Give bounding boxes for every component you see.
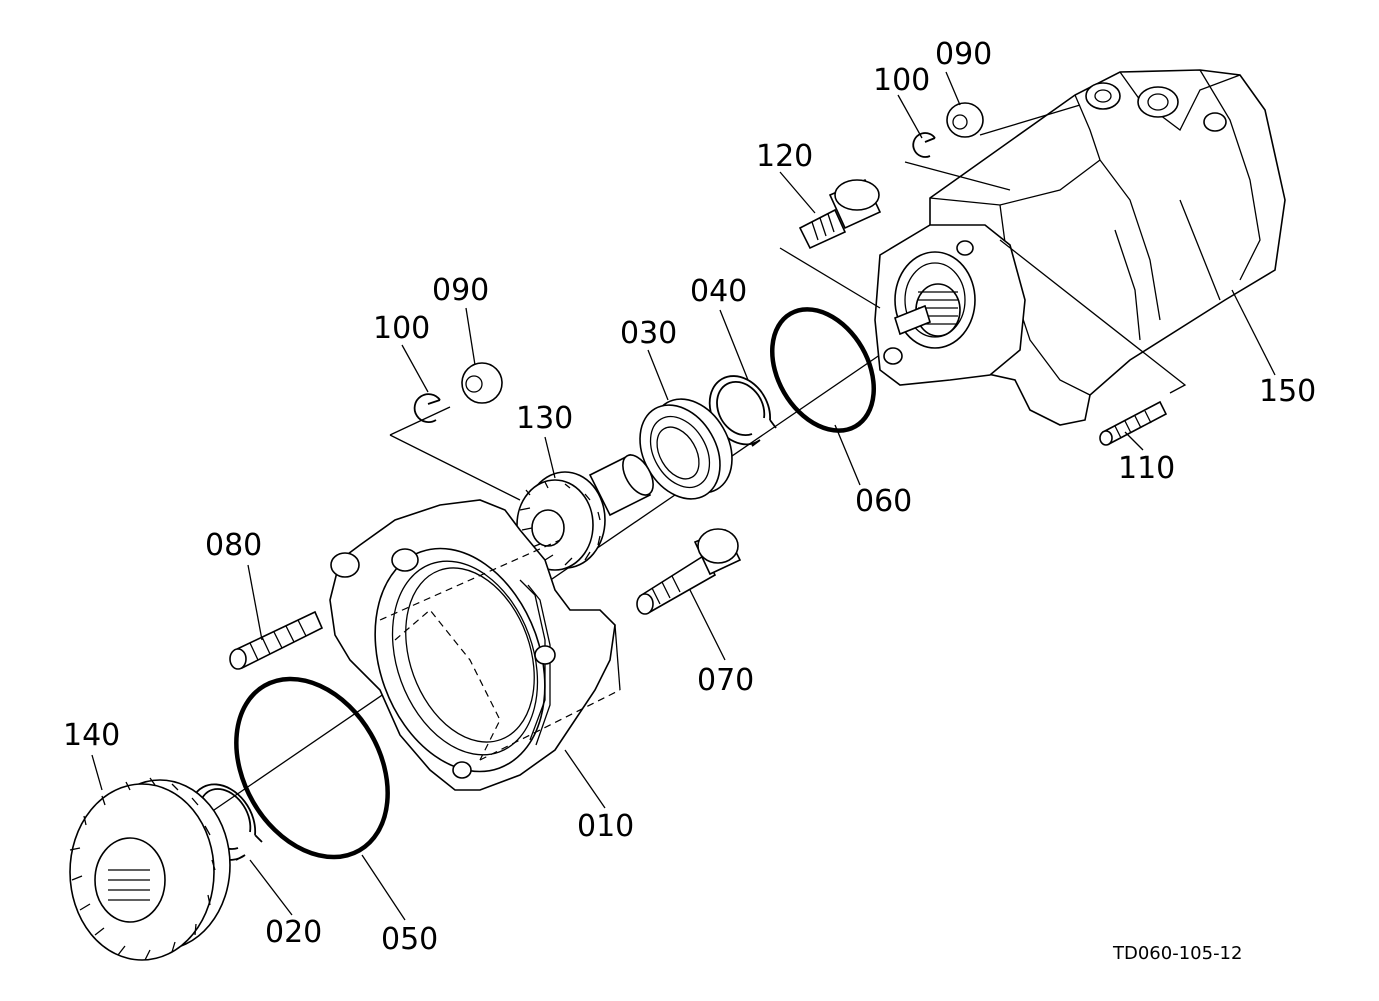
snap-ring-040	[708, 375, 777, 447]
fitting-120	[779, 178, 882, 309]
stud-110	[999, 239, 1187, 446]
label-120: 120	[756, 139, 814, 174]
figure-reference: TD060-105-12	[1113, 943, 1243, 964]
bolt-070	[636, 528, 742, 615]
nut-washer-lower	[413, 362, 503, 423]
label-150: 150	[1259, 374, 1317, 409]
pump-body-150	[874, 69, 1286, 426]
label-130: 130	[516, 401, 574, 436]
gear-shaft-130	[389, 406, 654, 571]
label-030: 030	[620, 316, 678, 351]
label-050: 050	[381, 922, 439, 957]
label-070: 070	[697, 663, 755, 698]
label-090-upper: 090	[935, 37, 993, 72]
label-100-lower: 100	[373, 311, 431, 346]
o-ring-050	[234, 676, 390, 860]
label-060: 060	[855, 484, 913, 519]
label-110: 110	[1118, 451, 1176, 486]
gear-140	[69, 777, 231, 961]
label-010: 010	[577, 809, 635, 844]
bearing-030	[639, 398, 733, 500]
leader-lines	[91, 71, 1276, 921]
label-020: 020	[265, 915, 323, 950]
label-140: 140	[63, 718, 121, 753]
label-040: 040	[690, 274, 748, 309]
stud-080	[229, 610, 324, 670]
o-ring-060	[770, 307, 876, 433]
label-100-upper: 100	[873, 63, 931, 98]
label-080: 080	[205, 528, 263, 563]
housing-010	[329, 499, 621, 791]
nut-washer-upper	[904, 102, 1081, 191]
label-090-lower: 090	[432, 273, 490, 308]
